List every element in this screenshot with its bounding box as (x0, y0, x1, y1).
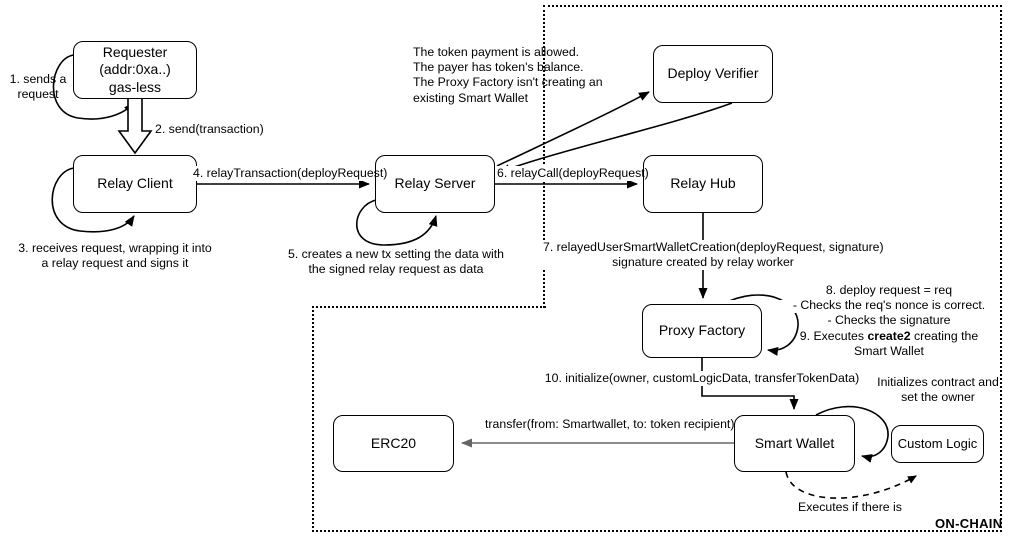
node-custom-logic[interactable]: Custom Logic (891, 425, 984, 463)
arrow-send-transaction (117, 99, 153, 155)
label-step-8-line1: 8. deploy request = req (825, 283, 953, 297)
node-deploy-verifier-label: Deploy Verifier (667, 65, 759, 82)
node-relay-hub-label: Relay Hub (670, 175, 736, 192)
label-step-2: 2. send(transaction) (155, 122, 264, 136)
label-step-8-line2: - Checks the req's nonce is correct. (792, 298, 986, 313)
arrow-verifier-to-server (499, 102, 733, 173)
label-executes-if-there-is: Executes if there is (798, 500, 902, 514)
node-custom-logic-label: Custom Logic (897, 436, 978, 452)
node-relay-client-label: Relay Client (97, 175, 173, 192)
node-proxy-factory[interactable]: Proxy Factory (642, 304, 762, 358)
onchain-boundary-upper (543, 5, 1002, 308)
node-smart-wallet[interactable]: Smart Wallet (734, 415, 855, 472)
label-step-9-line2: Smart Wallet (854, 343, 924, 358)
node-deploy-verifier[interactable]: Deploy Verifier (653, 45, 773, 103)
label-step-8-9: 8. deploy request = req - Checks the req… (776, 283, 1002, 359)
label-transfer: transfer(from: Smartwallet, to: token re… (485, 417, 735, 433)
label-step-9-post: creating the (910, 328, 979, 343)
label-step-9-line1: 9. Executes create2 creating the (776, 329, 1002, 344)
arrow-server-to-verifier (496, 91, 650, 167)
node-requester[interactable]: Requester (addr:0xa..) gas-less (73, 41, 197, 99)
label-step-9-pre: 9. Executes (799, 328, 868, 343)
node-proxy-factory-label: Proxy Factory (658, 322, 746, 339)
node-relay-hub[interactable]: Relay Hub (643, 155, 763, 213)
node-smart-wallet-label: Smart Wallet (754, 434, 835, 451)
node-relay-server[interactable]: Relay Server (375, 155, 495, 213)
node-erc20[interactable]: ERC20 (333, 415, 454, 472)
label-step-7: 7. relayedUserSmartWalletCreation(deploy… (543, 240, 884, 271)
label-step-10: 10. initialize(owner, customLogicData, t… (535, 371, 869, 387)
arrow-smartwallet-self (815, 405, 889, 463)
node-requester-label: Requester (addr:0xa..) gas-less (99, 44, 171, 95)
node-erc20-label: ERC20 (370, 434, 417, 451)
arrow-executes-custom-logic (785, 471, 917, 499)
label-step-4: 4. relayTransaction(deployRequest) (193, 166, 388, 182)
label-step-8-line3: - Checks the signature (827, 313, 951, 328)
label-verifier-conditions: The token payment is allowed. The payer … (413, 45, 603, 105)
label-initializes-contract: Initializes contract and set the owner (877, 375, 999, 405)
onchain-boundary-label: ON-CHAIN (935, 516, 1003, 531)
label-step-6: 6. relayCall(deployRequest) (497, 166, 649, 182)
label-step-1: 1. sends a request (9, 72, 67, 102)
arrow-relayclient-self (51, 167, 135, 233)
label-step-3: 3. receives request, wrapping it into a … (18, 241, 212, 271)
label-step-5: 5. creates a new tx setting the data wit… (287, 247, 504, 277)
node-relay-server-label: Relay Server (394, 175, 476, 192)
node-relay-client[interactable]: Relay Client (73, 155, 197, 213)
arrow-proxyfactory-self (722, 294, 799, 356)
label-step-9-create2: create2 (867, 328, 911, 343)
arrow-relayserver-self (356, 199, 438, 246)
arrow-requester-self (52, 54, 135, 120)
